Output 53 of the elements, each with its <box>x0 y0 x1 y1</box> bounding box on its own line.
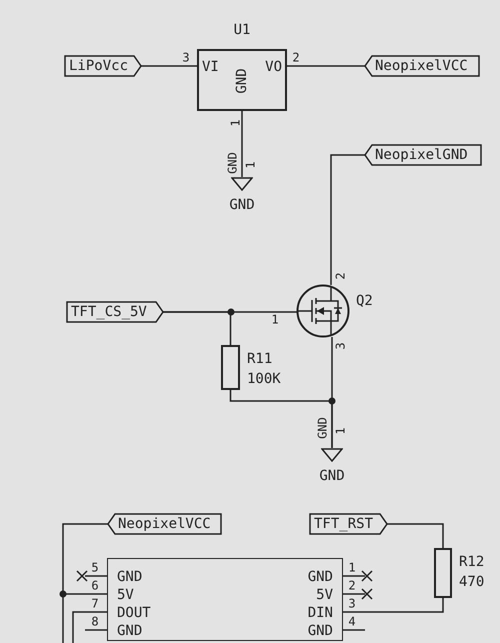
pin-number: 5 <box>91 562 99 574</box>
pin-name: DIN <box>308 605 333 621</box>
net-name: GND <box>319 468 345 484</box>
wire <box>331 337 333 448</box>
pin-name: VO <box>265 59 282 75</box>
reference-designator: R11 <box>247 351 272 367</box>
pin-number: 2 <box>334 272 348 280</box>
net-label: TFT_RST <box>310 514 387 534</box>
pin-name: GND <box>117 569 142 585</box>
wire <box>387 523 444 548</box>
net-label: NeopixelGND <box>365 145 481 165</box>
pin-number: 4 <box>348 616 356 628</box>
wire <box>343 598 444 613</box>
pin-number: GND <box>316 417 330 439</box>
net-label: NeopixelVCC <box>108 514 221 534</box>
net-label: TFT_CS_5V <box>67 302 163 322</box>
pin-name: DOUT <box>117 605 151 621</box>
pin-name: VI <box>202 59 219 75</box>
pin-name: 5V <box>117 587 134 603</box>
wire <box>141 65 197 67</box>
pin-number: 3 <box>182 52 190 64</box>
pin-name: GND <box>234 68 250 94</box>
pin-number: GND <box>226 152 240 174</box>
reference-designator: Q2 <box>356 293 373 309</box>
pin-number: 3 <box>348 598 356 610</box>
module-body <box>107 558 343 641</box>
pin-name: GND <box>308 623 333 639</box>
pin-number: 1 <box>334 427 348 435</box>
pin-number: 3 <box>334 342 348 350</box>
pin-number: 1 <box>271 314 279 326</box>
component-value: 100K <box>247 371 281 387</box>
pin-number: 6 <box>91 580 99 592</box>
pin-number: 8 <box>91 616 99 628</box>
wire <box>62 523 108 595</box>
pin-number: 1 <box>244 161 258 169</box>
component-value: 470 <box>459 574 484 590</box>
net-name: GND <box>229 197 255 213</box>
wire <box>163 311 232 345</box>
pin-number: 1 <box>348 562 356 574</box>
pin-number: 1 <box>230 119 242 127</box>
wire <box>241 111 243 177</box>
pin-name: GND <box>117 623 142 639</box>
reference-designator: R12 <box>459 554 484 570</box>
pin-name: 5V <box>316 587 333 603</box>
pin-number: 2 <box>348 580 356 592</box>
net-label: NeopixelVCC <box>365 56 479 76</box>
net-label: LiPoVcc <box>65 56 141 76</box>
pin-number: 2 <box>292 52 300 64</box>
wire <box>287 65 365 67</box>
wire <box>330 154 365 285</box>
reference-designator: U1 <box>234 22 250 38</box>
pin-name: GND <box>308 569 333 585</box>
pin-number: 7 <box>91 598 99 610</box>
